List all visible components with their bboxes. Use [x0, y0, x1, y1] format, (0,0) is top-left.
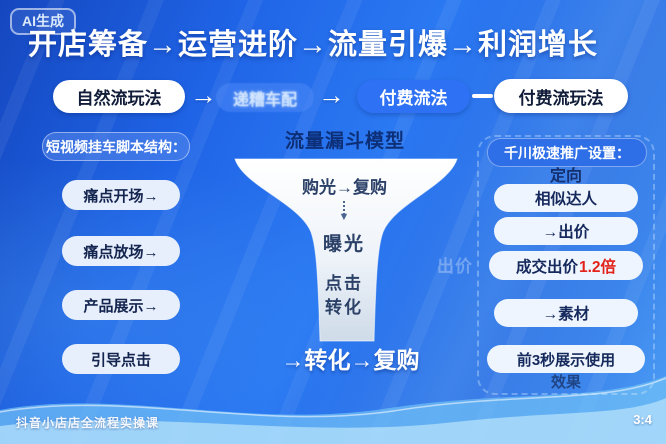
connector-line: [472, 94, 493, 98]
funnel-dotted-line: [343, 201, 345, 215]
effect-label: 效果: [550, 374, 581, 391]
flow-step-paid[interactable]: 付费流法: [357, 80, 470, 113]
flow-step-natural[interactable]: 自然流玩法: [53, 80, 185, 113]
setting-material[interactable]: →素材: [494, 299, 638, 327]
funnel-exposure-label: 曝光: [322, 234, 365, 255]
right-column-dashed-border: [477, 135, 655, 395]
setting-bid[interactable]: →出价: [494, 217, 638, 245]
script-item-painpoint[interactable]: 痛点放场→: [62, 236, 180, 266]
ghost-bid-text: 出价: [437, 257, 473, 276]
aspect-ratio-label: 3:4: [633, 412, 652, 427]
funnel-title: 流量漏斗模型: [284, 131, 405, 152]
funnel-top-label: 购光→复购: [302, 178, 387, 197]
setting-first-3s-display[interactable]: 前3秒展示使用: [487, 345, 645, 373]
course-name: 抖音小店店全流程实操课: [16, 416, 160, 430]
flow-step-ghost[interactable]: 递糟车配: [216, 83, 314, 112]
funnel-shape: [234, 158, 458, 342]
setting-deal-bid[interactable]: 成交出价 1.2倍: [489, 251, 643, 280]
deal-bid-multiplier: 1.2倍: [578, 258, 617, 276]
ai-generated-badge: AI生成: [10, 8, 76, 35]
flow-arrow-1-icon: →: [190, 80, 217, 110]
funnel-click-label: 点击: [325, 274, 363, 293]
flow-step-paid-play[interactable]: 付费流玩法: [494, 79, 628, 113]
funnel-down-arrow-icon: ▼: [338, 211, 350, 223]
right-column-header: 千川极速推广设置：: [487, 138, 647, 167]
funnel-conversion-label: 转化: [325, 298, 363, 317]
targeting-label: 定向: [549, 168, 582, 185]
script-item-opening[interactable]: 痛点开场→: [62, 180, 180, 210]
script-item-product-display[interactable]: 产品展示→: [62, 290, 180, 320]
flow-arrow-2-icon: →: [318, 80, 345, 110]
funnel-bottom-label: →转化→复购: [281, 347, 420, 373]
setting-similar-influencers[interactable]: 相似达人: [494, 184, 638, 212]
script-item-guide-click[interactable]: 引导点击: [62, 344, 180, 374]
left-column-header: 短视频挂车脚本结构：: [42, 132, 190, 161]
deal-bid-text: 成交出价: [515, 258, 578, 276]
page-title: 开店筹备→运营进阶→流量引爆→利润增长: [28, 29, 599, 61]
